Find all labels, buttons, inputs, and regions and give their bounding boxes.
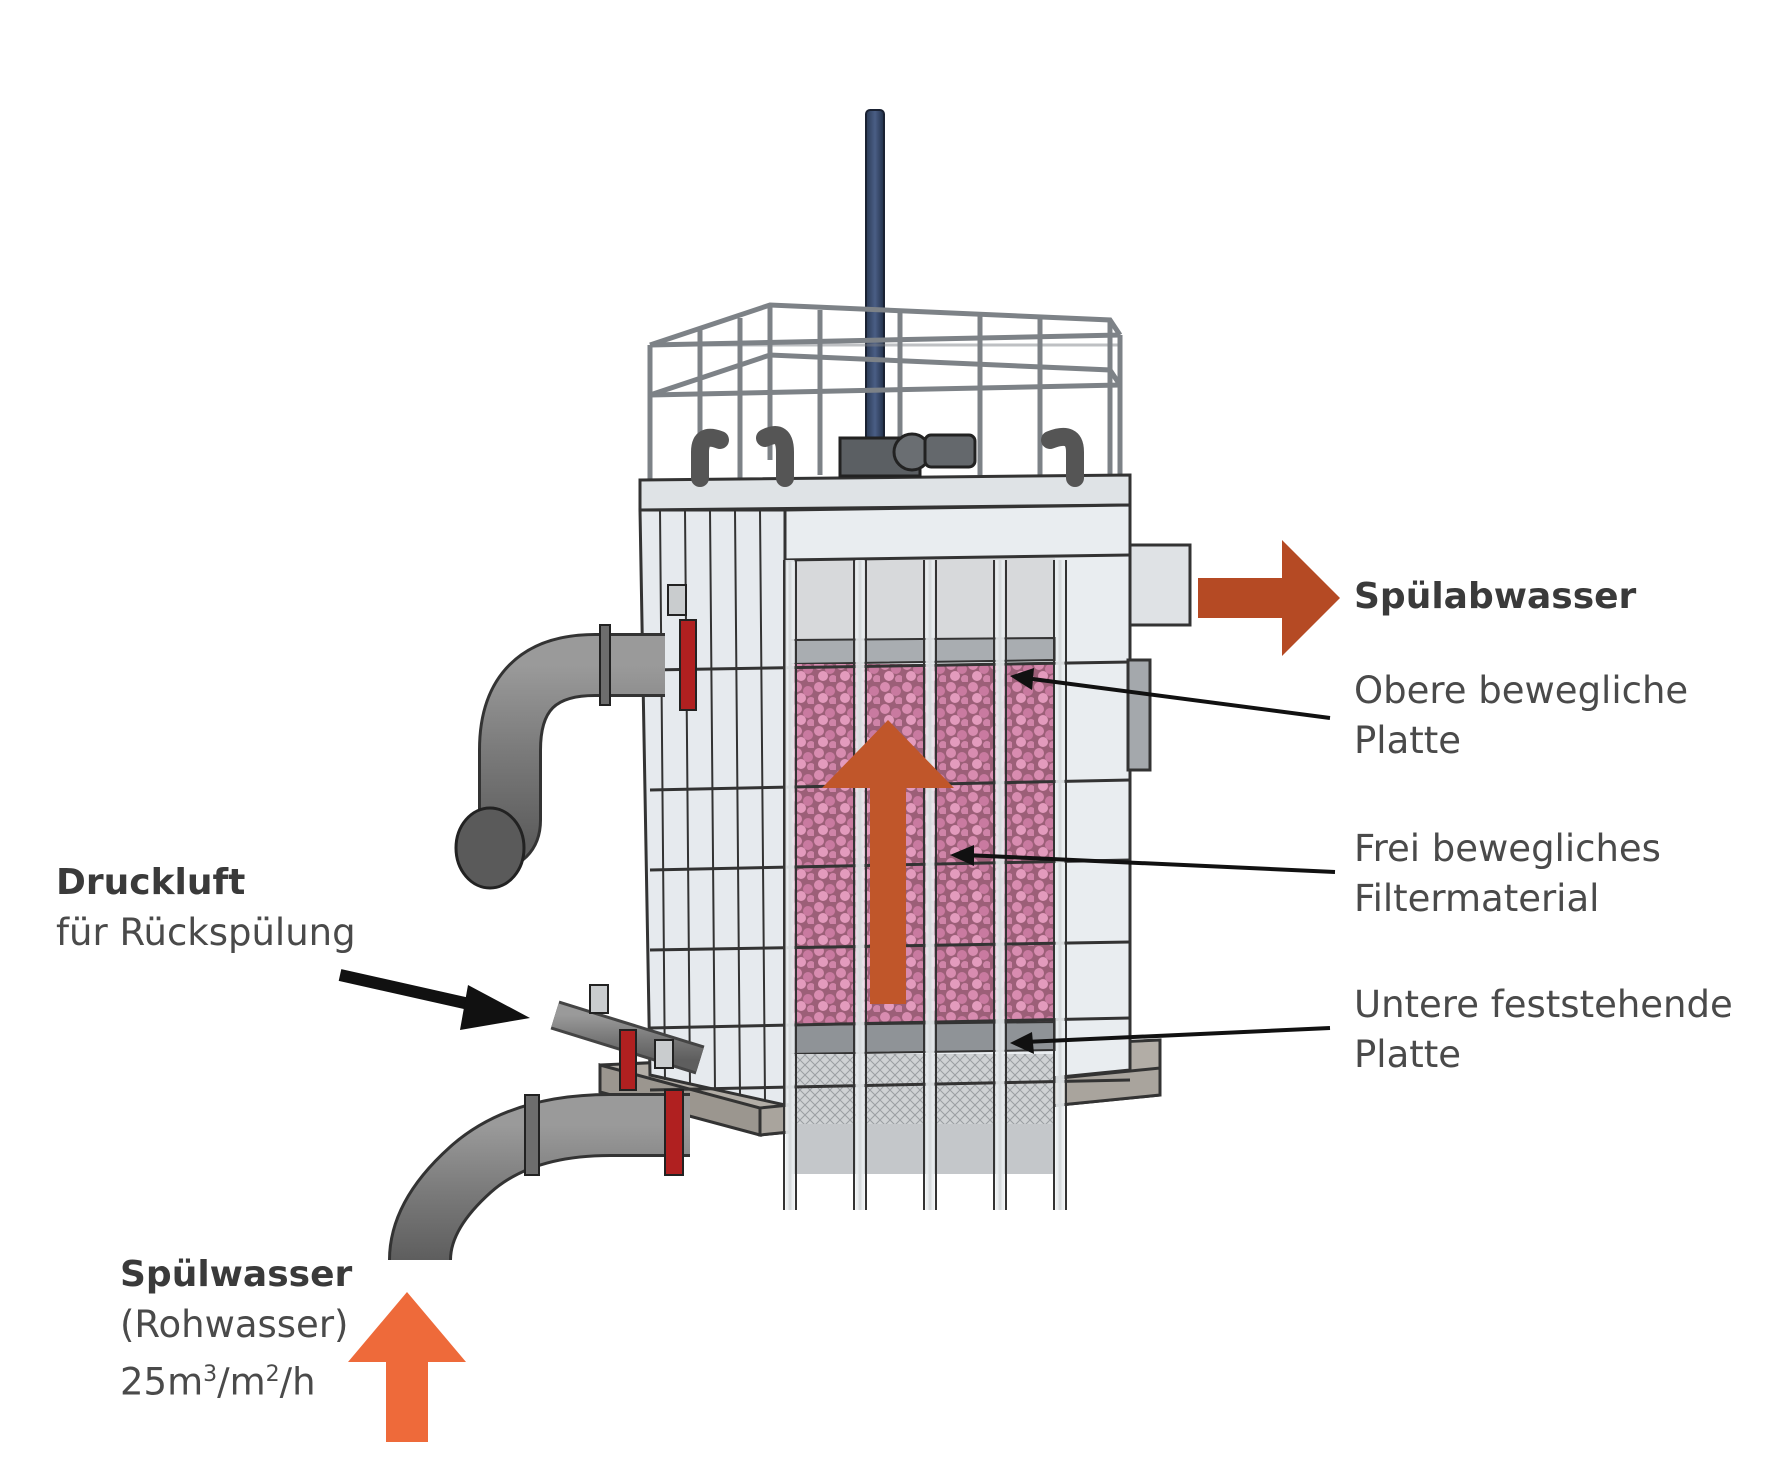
air-subtitle: für Rückspülung: [56, 911, 356, 954]
upper-plate-line2: Platte: [1354, 719, 1462, 762]
wash-water-label: Spülwasser (Rohwasser) 25m3/m2/h: [120, 1250, 352, 1407]
pointer-arrowhead: [1010, 668, 1034, 690]
lower-plate-line2: Platte: [1354, 1033, 1462, 1076]
media-line1: Frei bewegliches: [1354, 827, 1661, 870]
rate-value: 25m: [120, 1360, 204, 1404]
wash-water-rate: 25m3/m2/h: [120, 1350, 352, 1407]
media-label: Frei bewegliches Filtermaterial: [1354, 824, 1661, 924]
lower-plate-line1: Untere feststehende: [1354, 983, 1733, 1026]
pointer-arrowhead: [950, 845, 974, 866]
air-label: Druckluft für Rückspülung: [56, 858, 356, 958]
outlet-title: Spülabwasser: [1354, 576, 1637, 617]
upper-plate: [789, 636, 1056, 666]
filter-media: [790, 664, 1055, 1029]
inlet-arrow: [348, 1292, 466, 1442]
vent-pipes: [691, 426, 1084, 487]
rate-sup-2: 2: [265, 1362, 280, 1387]
drive-motor: [838, 432, 977, 478]
rate-end: /h: [279, 1360, 316, 1404]
upper-plate-label: Obere bewegliche Platte: [1354, 666, 1688, 766]
pointer-lines: [964, 676, 1336, 1044]
lower-plate: [789, 1020, 1056, 1056]
lower-inlet-pipe: [388, 984, 705, 1262]
outlet-label: Spülabwasser: [1354, 572, 1636, 622]
clear-water-zone: [790, 558, 1055, 648]
underdrain-grate: [790, 1054, 1055, 1124]
flange: [679, 619, 697, 711]
upper-plate-line1: Obere bewegliche: [1354, 669, 1689, 712]
lower-plate-label: Untere feststehende Platte: [1354, 980, 1733, 1080]
wash-water-source: (Rohwasser): [120, 1303, 349, 1346]
wash-water-title: Spülwasser: [120, 1254, 353, 1295]
upper-inlet-pipe: [454, 584, 697, 890]
rate-mid: /m: [217, 1360, 266, 1404]
pointer-arrowhead: [1010, 1032, 1034, 1054]
top-railing: [647, 302, 1123, 490]
upflow-arrow: [822, 720, 954, 1004]
outlet-arrow: [1198, 540, 1340, 656]
drive-shaft: [865, 109, 885, 471]
rate-sup-1: 3: [203, 1362, 218, 1387]
outlet-box: [1128, 543, 1192, 627]
air-title: Druckluft: [56, 862, 246, 903]
media-line2: Filtermaterial: [1354, 877, 1600, 920]
air-arrow: [338, 969, 530, 1030]
